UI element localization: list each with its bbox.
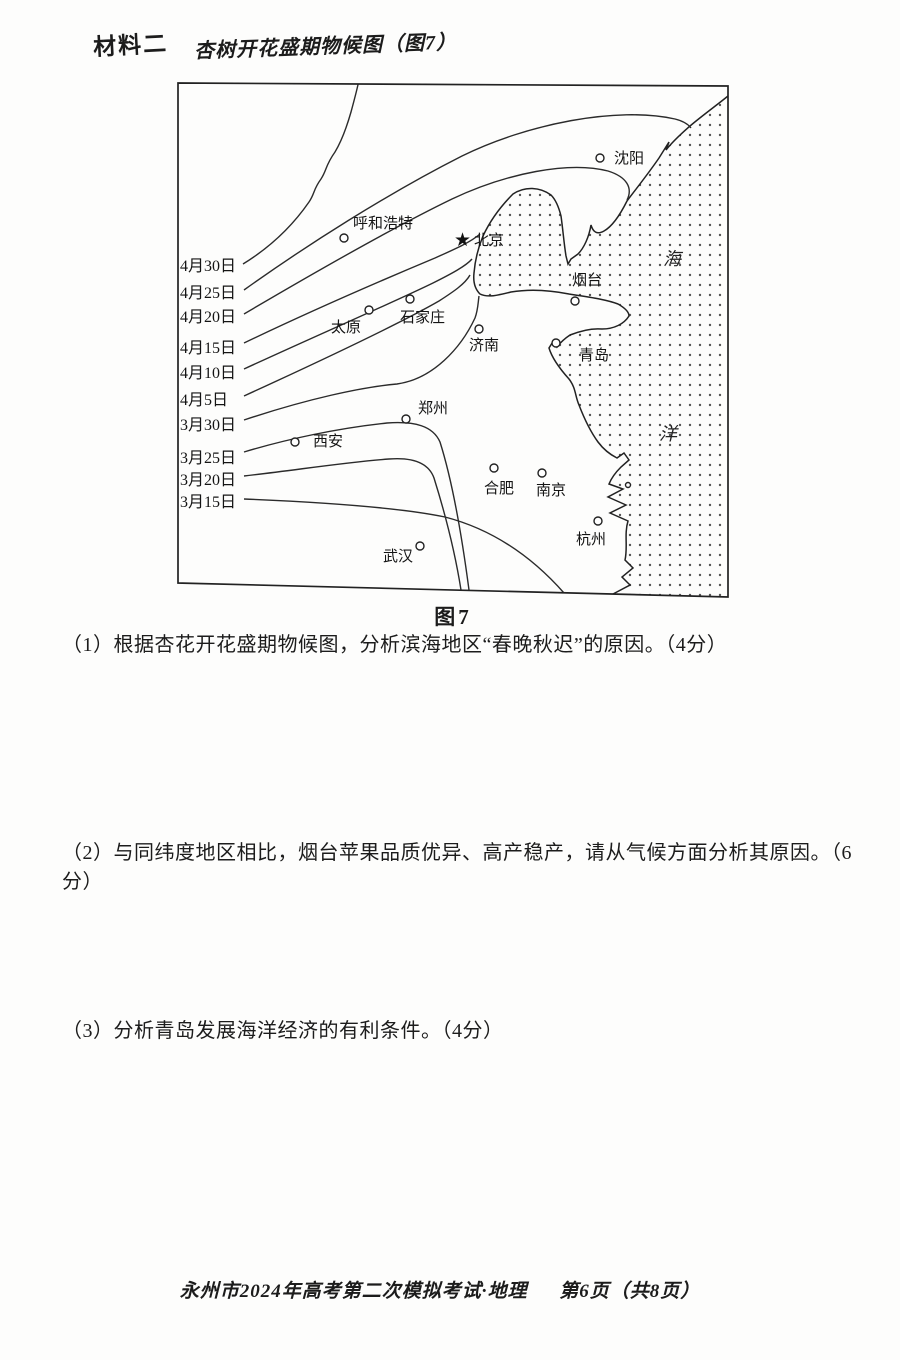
isoline-apr05	[243, 274, 471, 397]
city-label-hohhot: 呼和浩特	[353, 215, 413, 232]
question-1: （1）根据杏花开花盛期物候图，分析滨海地区“春晚秋迟”的原因。（4分）	[62, 634, 728, 656]
city-label-wuhan: 武汉	[383, 548, 413, 565]
city-label-nanjing: 南京	[536, 482, 566, 499]
city-label-shijiazhuang: 石家庄	[400, 308, 445, 326]
city-label-shenyang: 沈阳	[614, 150, 644, 167]
isoline-label-apr30: 4月30日	[180, 258, 236, 275]
figure-caption: 图7	[434, 605, 472, 629]
question-3: （3）分析青岛发展海洋经济的有利条件。（4分）	[62, 1020, 504, 1042]
sea-label-hai: 海	[663, 249, 684, 269]
isoline-label-apr05: 4月5日	[180, 392, 228, 409]
capital-star-icon: ★	[454, 229, 471, 251]
isoline-mar30	[243, 295, 480, 421]
city-marker-jinan	[474, 324, 484, 334]
isoline-apr20	[243, 166, 630, 315]
sea-label-yang: 洋	[659, 424, 679, 444]
city-marker-qingdao	[551, 338, 561, 348]
city-label-hangzhou: 杭州	[576, 531, 606, 548]
city-label-taiyuan: 太原	[331, 319, 361, 336]
material-header: 材料二 杏树开花盛期物候图（图7）	[92, 26, 458, 63]
city-marker-hohhot	[339, 233, 349, 243]
city-marker-shijiazhuang	[405, 294, 415, 304]
city-marker-hangzhou	[593, 516, 603, 526]
city-label-zhengzhou: 郑州	[418, 400, 448, 417]
isoline-label-mar15: 3月15日	[180, 494, 236, 511]
city-marker-wuhan	[415, 541, 425, 551]
isoline-label-mar30: 3月30日	[180, 417, 236, 434]
coastline	[473, 95, 728, 595]
isoline-label-mar25: 3月25日	[180, 450, 236, 467]
city-label-jinan: 济南	[469, 337, 499, 354]
isoline-mar20	[243, 457, 462, 591]
isoline-apr30	[242, 83, 360, 265]
isoline-label-apr10: 4月10日	[180, 365, 236, 382]
map-svg: 4月30日 4月25日 4月20日 4月15日 4月10日 4月5日 3月30日…	[177, 82, 729, 598]
isoline-apr15	[243, 233, 481, 344]
isoline-apr10	[243, 258, 473, 370]
phenology-map: 4月30日 4月25日 4月20日 4月15日 4月10日 4月5日 3月30日…	[177, 82, 729, 598]
city-label-beijing: 北京	[474, 232, 504, 249]
city-marker-taiyuan	[364, 305, 374, 315]
city-marker-yantai	[570, 296, 580, 306]
footer-page-number: 第6页（共8页）	[559, 1281, 701, 1302]
page-footer: 永州市2024年高考第二次模拟考试·地理 第6页（共8页）	[0, 1276, 880, 1303]
map-frame	[177, 82, 729, 598]
city-marker-zhengzhou	[401, 414, 411, 424]
sea-area	[473, 96, 728, 597]
isoline-mar25	[243, 421, 470, 591]
isoline-apr25	[243, 114, 692, 291]
island-marker	[624, 481, 632, 489]
city-label-yantai: 烟台	[572, 272, 602, 289]
figure-title: 杏树开花盛期物候图（图7）	[193, 31, 458, 63]
city-label-hefei: 合肥	[484, 480, 514, 497]
isoline-label-apr15: 4月15日	[180, 340, 236, 357]
city-label-xian: 西安	[313, 433, 343, 450]
city-marker-shenyang	[595, 153, 605, 163]
city-marker-nanjing	[537, 468, 547, 478]
footer-exam-title: 永州市2024年高考第二次模拟考试·地理	[179, 1281, 528, 1302]
city-label-qingdao: 青岛	[579, 347, 609, 364]
isoline-label-apr20: 4月20日	[180, 309, 236, 326]
material-label: 材料二	[92, 31, 169, 60]
question-2: （2）与同纬度地区相比，烟台苹果品质优异、高产稳产，请从气候方面分析其原因。（6…	[62, 842, 852, 893]
city-marker-xian	[290, 437, 300, 447]
isoline-mar15	[243, 498, 565, 594]
isoline-label-mar20: 3月20日	[180, 472, 236, 489]
isoline-label-apr25: 4月25日	[180, 285, 236, 302]
city-marker-hefei	[489, 463, 499, 473]
